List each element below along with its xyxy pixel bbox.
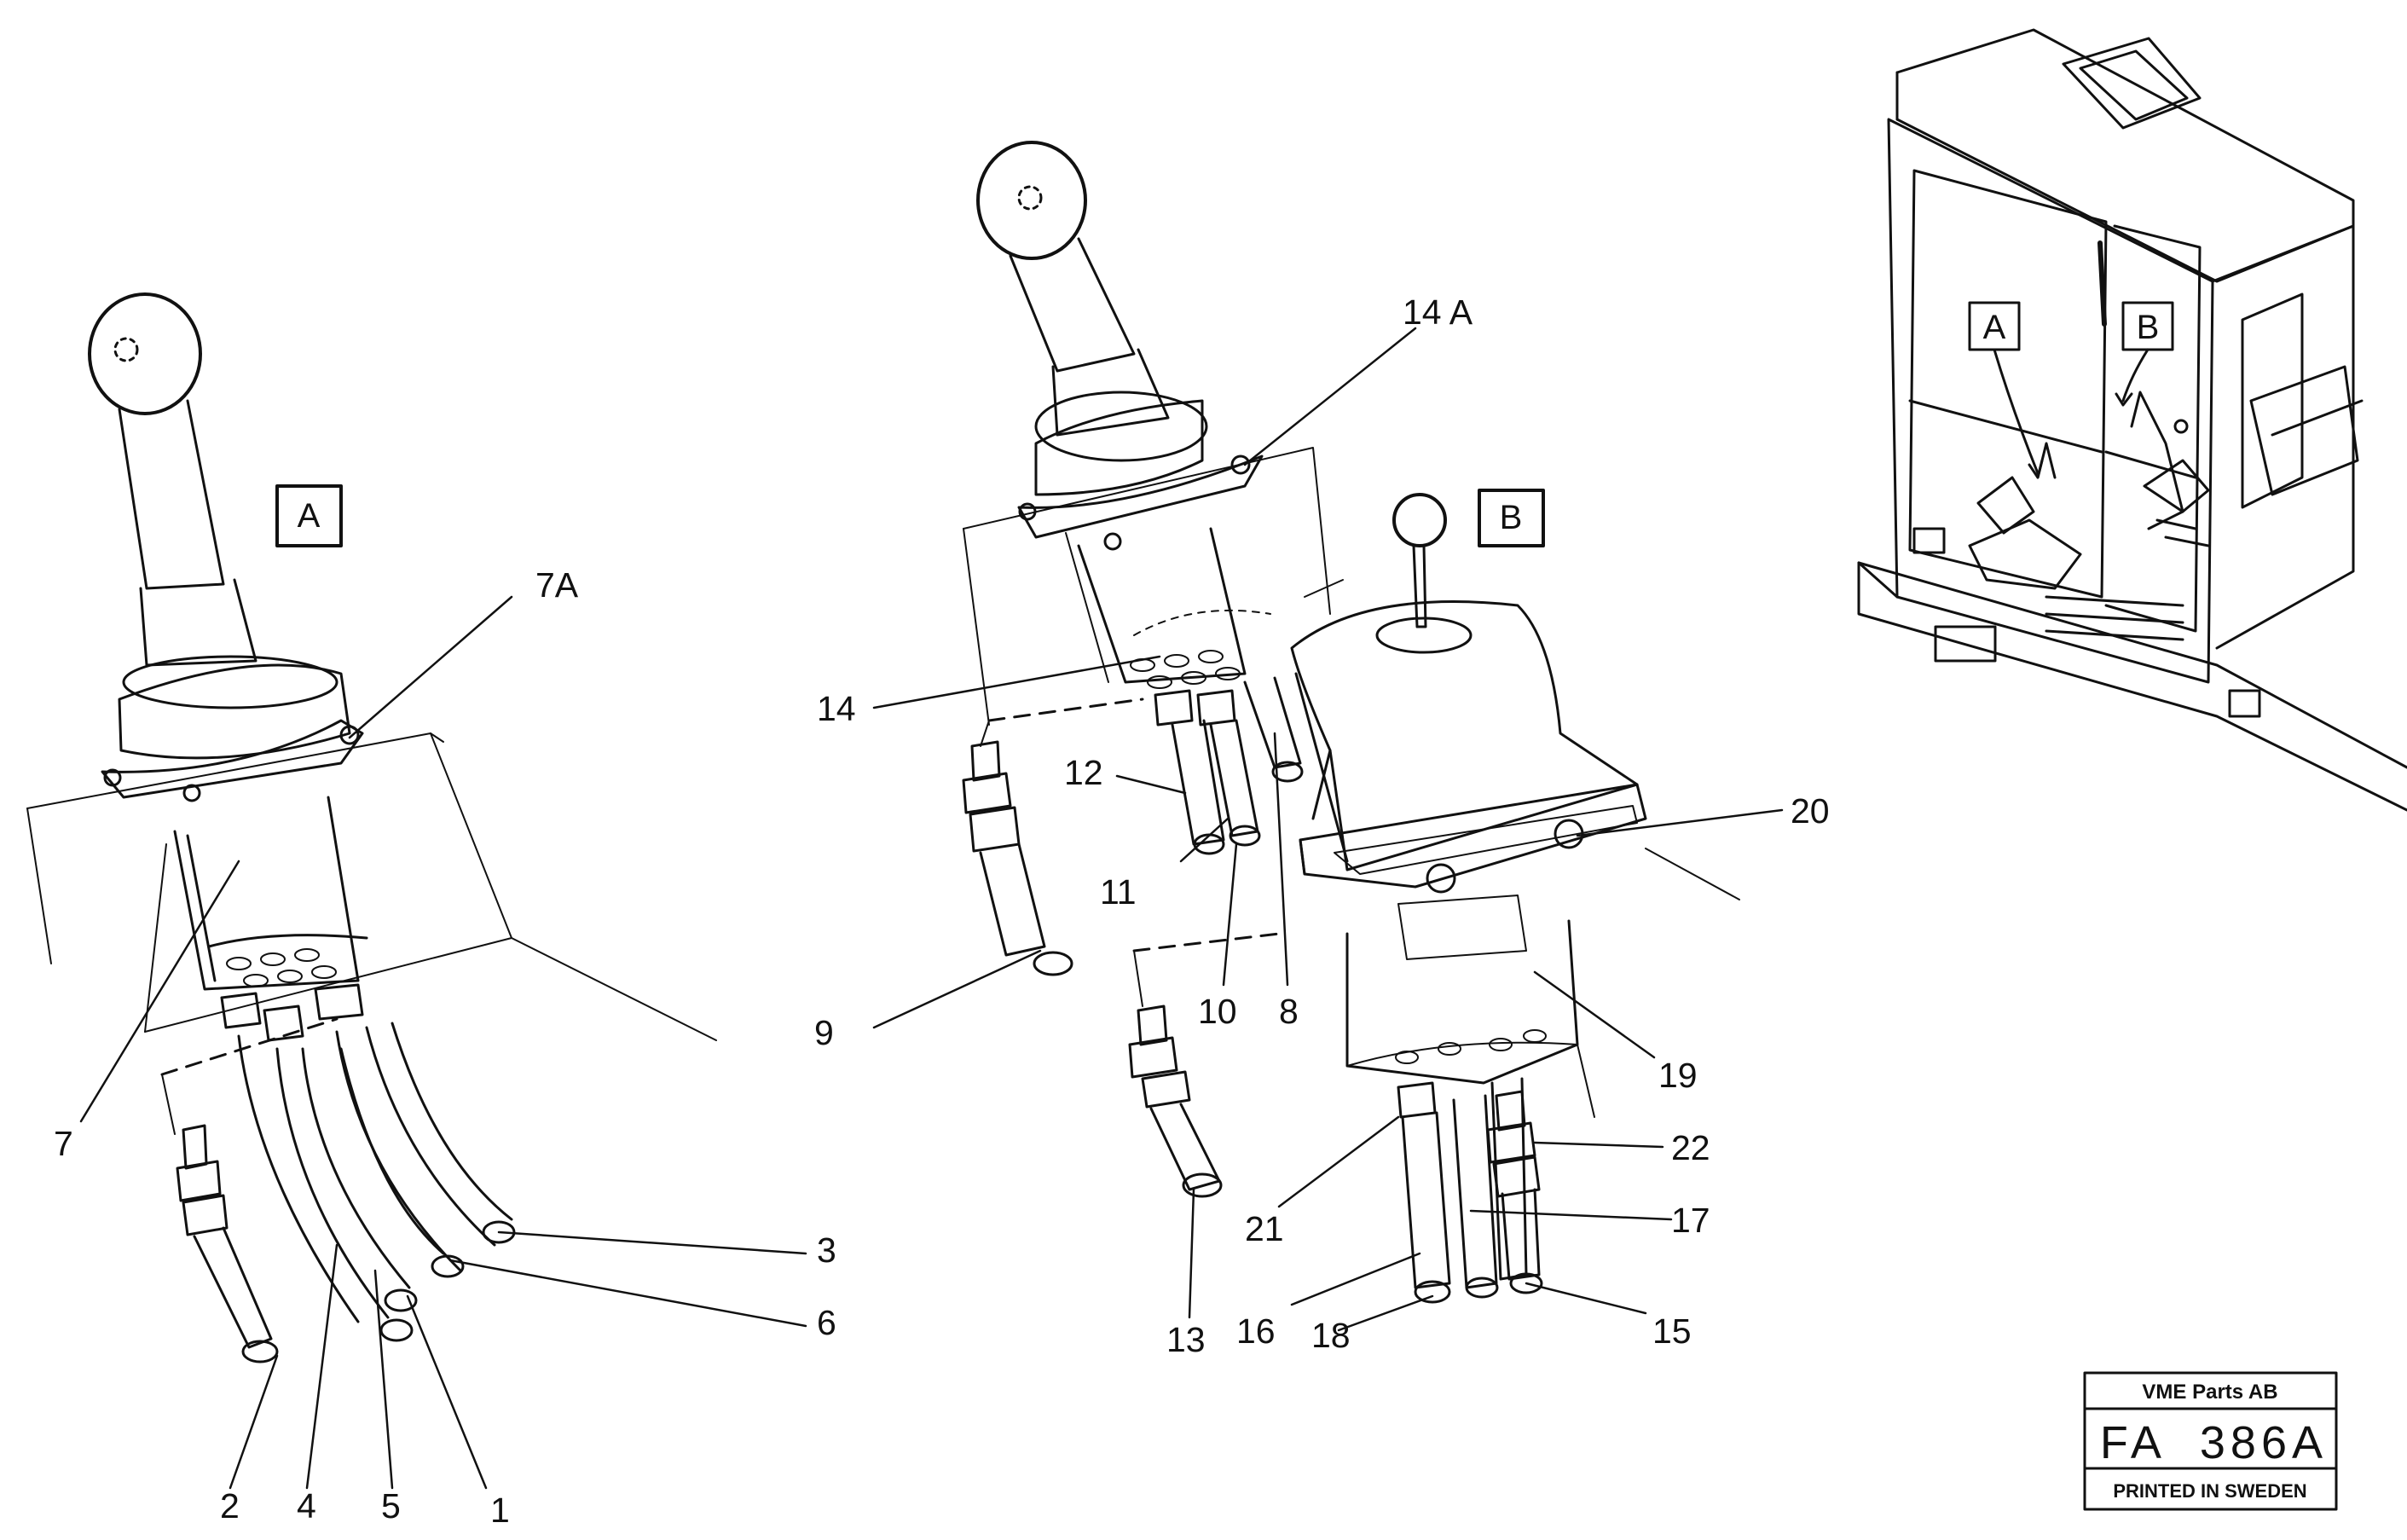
selector-b-body [1345,919,1579,1085]
lever-a-valve-body [173,796,360,991]
callout-7: 7 [54,1124,73,1163]
lever-a-loose-fitting [176,1124,279,1363]
view-b-label: B [1500,499,1523,536]
lever-a-assembly: A [26,292,717,1363]
callout-14a: 14 A [1403,292,1473,332]
callout-8: 8 [1279,992,1299,1031]
callout-13: 13 [1166,1320,1206,1359]
callout-7a: 7A [535,565,579,605]
callout-6: 6 [817,1303,836,1342]
lever-b-housing [963,447,1344,726]
view-a-label: A [298,497,321,535]
lever-b-boot [1034,399,1204,496]
selector-b [1290,493,1740,1304]
lever-a-hoses [237,1022,516,1342]
callout-12: 12 [1064,753,1103,792]
callout-14: 14 [817,689,856,728]
machine-cab [1887,118,2214,684]
view-a-label-box [275,484,343,547]
lever-b-hoses [1154,676,1304,855]
callout-5: 5 [381,1486,401,1526]
callout-4: 4 [297,1486,316,1526]
callout-labels: 7A 7 2 4 5 1 3 6 14 A 14 12 11 10 8 9 13… [54,292,1830,1530]
selector-b-plate [1299,783,1647,889]
machine-interior-levers [1968,391,2210,641]
callout-2: 2 [220,1486,240,1526]
callout-9: 9 [814,1013,834,1052]
lever-b-loose-fitting-lower [1128,1004,1223,1198]
lever-a-shaft [118,399,225,590]
lever-a-knob [88,292,202,415]
view-b-leaders [872,327,1784,1332]
lever-b-assembly: B [962,141,1740,1304]
callout-17: 17 [1671,1201,1710,1240]
callout-19: 19 [1658,1056,1698,1095]
stamp-footer: PRINTED IN SWEDEN [2113,1480,2306,1502]
lever-b-shaft [1009,237,1136,373]
title-stamp: VME Parts AB FA 386A PRINTED IN SWEDEN [2083,1371,2338,1511]
machine-overview: A B [1857,28,2407,812]
lever-a-fitting-nuts [220,983,364,1042]
callout-20: 20 [1791,791,1830,831]
lever-b-knob [976,141,1087,260]
callout-10: 10 [1198,992,1237,1031]
callout-18: 18 [1311,1316,1351,1355]
callout-22: 22 [1671,1128,1710,1167]
stamp-company: VME Parts AB [2142,1381,2277,1404]
callout-1: 1 [490,1491,510,1530]
callout-3: 3 [817,1230,836,1270]
lever-b-loose-fitting-upper [962,740,1073,976]
selector-b-knob [1392,493,1447,547]
selector-b-loose-fitting [1486,1090,1543,1294]
lever-a-boot [118,663,351,760]
machine-label-a: A [1983,309,2006,346]
selector-b-hoses [1397,1077,1528,1304]
selector-b-cover [1290,600,1639,871]
callout-16: 16 [1236,1311,1276,1351]
callout-11: 11 [1100,872,1137,912]
view-b-label-box [1478,489,1545,547]
stamp-code: FA 386A [2100,1417,2328,1468]
callout-21: 21 [1245,1209,1284,1248]
machine-label-b: B [2137,309,2160,346]
view-a-leaders [79,595,807,1490]
lever-a-flange [101,719,364,799]
callout-15: 15 [1652,1311,1692,1351]
lever-a-housing [26,732,717,1041]
